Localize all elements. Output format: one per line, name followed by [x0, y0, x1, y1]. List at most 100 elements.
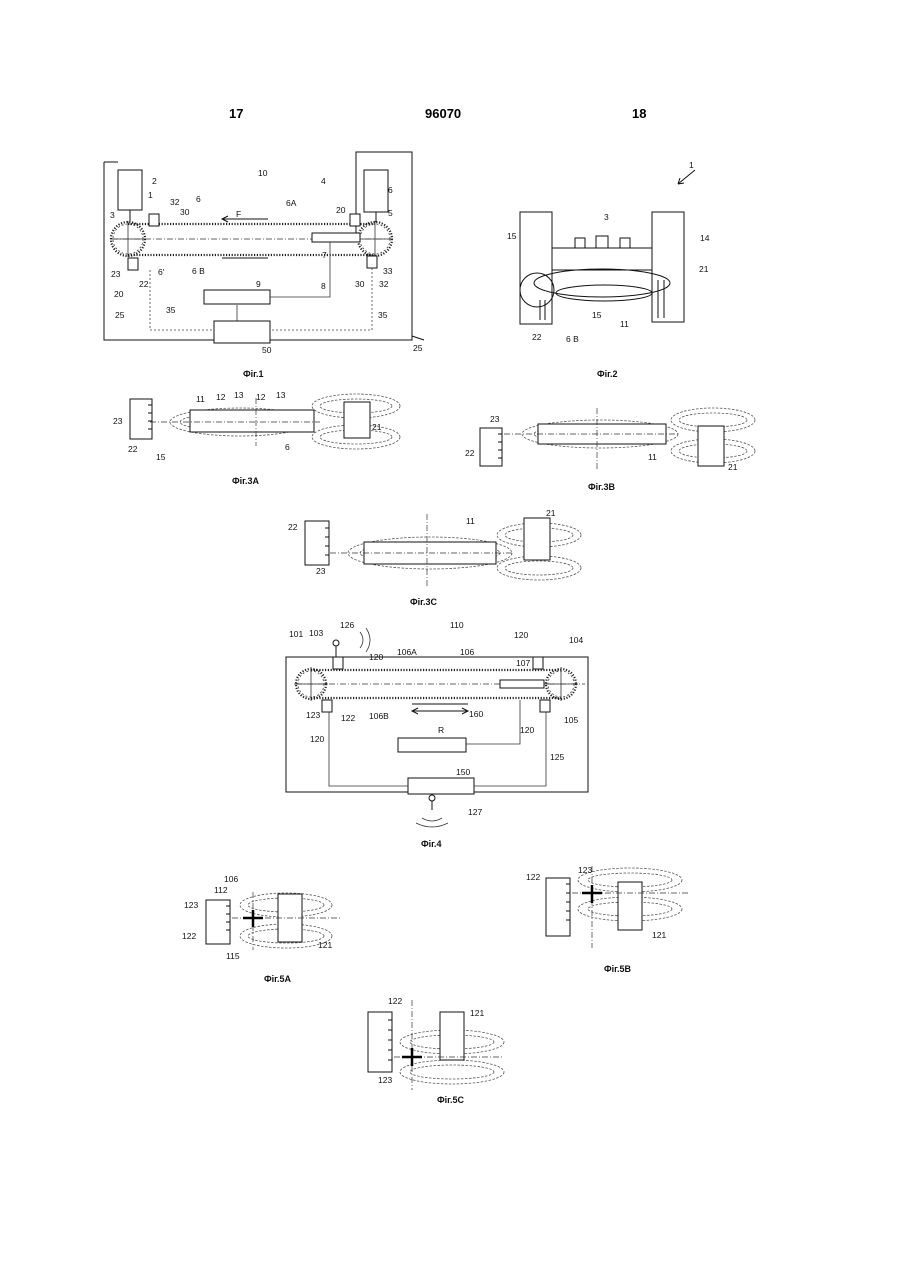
figure-3c: 22 11 21 23 Фіг.3С [288, 508, 581, 607]
label-5b-121: 121 [652, 930, 666, 940]
caption-fig5a: Фіг.5А [264, 974, 292, 984]
label-fig2-15: 15 [507, 231, 517, 241]
label-4-125: 125 [550, 752, 564, 762]
label-fig2-6B: 6 B [566, 334, 579, 344]
label-8: 8 [321, 281, 326, 291]
carriage-7 [312, 233, 360, 242]
caption-fig3a: Фіг.3А [232, 476, 260, 486]
label-22: 22 [139, 279, 149, 289]
label-33: 33 [383, 266, 393, 276]
label-3a-21: 21 [372, 422, 382, 432]
label-4-103: 103 [309, 628, 323, 638]
label-4-107: 107 [516, 658, 530, 668]
label-3b-22: 22 [465, 448, 475, 458]
label-fig2-11: 11 [620, 319, 629, 329]
motor-6 [364, 170, 388, 212]
label-4-110: 110 [450, 620, 464, 630]
caption-fig3c: Фіг.3С [410, 597, 438, 607]
label-35b: 35 [378, 310, 388, 320]
figure-3b: 23 22 11 21 Фіг.3В [465, 408, 755, 492]
carriage-11b [538, 424, 666, 444]
label-4-104: 104 [569, 635, 583, 645]
label-F: F [236, 209, 241, 219]
label-3c-21: 21 [546, 508, 556, 518]
label-3b-21: 21 [728, 462, 738, 472]
label-3a-12b: 12 [256, 392, 266, 402]
motor-2 [118, 170, 142, 210]
label-10: 10 [258, 168, 268, 178]
sensor-23 [128, 258, 138, 270]
label-4-101: 101 [289, 629, 303, 639]
label-2: 2 [152, 176, 157, 186]
sensor-122b [546, 878, 570, 936]
sensor-120a [333, 657, 343, 669]
caption-fig1: Фіг.1 [243, 369, 264, 379]
label-5b-122: 122 [526, 872, 540, 882]
label-3a-13a: 13 [234, 390, 244, 400]
sensor-122 [322, 700, 332, 712]
label-5b-123: 123 [578, 865, 592, 875]
magnet-21 [344, 402, 370, 438]
label-5a-123: 123 [184, 900, 198, 910]
caption-fig5c: Фіг.5С [437, 1095, 465, 1105]
label-4-106B: 106B [369, 711, 389, 721]
label-6a: 6 [196, 194, 201, 204]
carriage-107 [500, 680, 544, 688]
label-32a: 32 [170, 197, 180, 207]
label-5c-122: 122 [388, 996, 402, 1006]
label-32b: 32 [379, 279, 389, 289]
figure-4: 126 110 120 101 103 104 120 106A 106 107… [286, 620, 588, 849]
sensor-32-top [149, 214, 159, 226]
label-6A: 6A [286, 198, 297, 208]
label-5: 5 [388, 208, 393, 218]
label-4-122: 122 [341, 713, 355, 723]
label-35a: 35 [166, 305, 176, 315]
magnet-21c [524, 518, 550, 560]
controller-9 [204, 290, 270, 304]
label-3a-6: 6 [285, 442, 290, 452]
label-3a-11: 11 [196, 394, 205, 404]
label-4-120b: 120 [514, 630, 528, 640]
label-3a-15: 15 [156, 452, 166, 462]
label-4-120d: 120 [520, 725, 534, 735]
label-fig2-21: 21 [699, 264, 709, 274]
label-5c-123: 123 [378, 1075, 392, 1085]
label-6prime: 6' [158, 267, 165, 277]
sensor-20-top [350, 214, 360, 226]
caption-fig2: Фіг.2 [597, 369, 618, 379]
caption-fig4: Фіг.4 [421, 839, 442, 849]
label-3a-13b: 13 [276, 390, 286, 400]
label-fig2-1: 1 [689, 160, 694, 170]
figure-1: 10 4 2 1 32 30 6 F 6A 20 6 5 3 7 23 6' 6… [104, 152, 424, 379]
label-20a: 20 [336, 205, 346, 215]
label-25b: 25 [413, 343, 423, 353]
control-unit-150 [408, 778, 474, 794]
label-4-160: 160 [469, 709, 483, 719]
label-5a-112: 112 [214, 885, 228, 895]
label-4-150: 150 [456, 767, 470, 777]
carriage-11 [190, 410, 314, 432]
label-4-R: R [438, 725, 444, 735]
figure-5a: 106 112 123 122 121 115 Фіг.5А [182, 874, 340, 984]
label-3c-22: 22 [288, 522, 298, 532]
label-3a-22: 22 [128, 444, 138, 454]
figure-5c: 122 121 123 Фіг.5С [368, 996, 504, 1105]
sensor-122c [368, 1012, 392, 1072]
label-fig2-22: 22 [532, 332, 542, 342]
label-fig2-15b: 15 [592, 310, 602, 320]
figure-5b: 122 123 121 Фіг.5В [526, 865, 690, 974]
label-fig2-3: 3 [604, 212, 609, 222]
label-4-120c: 120 [310, 734, 324, 744]
caption-fig3b: Фіг.3В [588, 482, 616, 492]
label-4: 4 [321, 176, 326, 186]
label-3a-12a: 12 [216, 392, 226, 402]
label-1: 1 [148, 190, 153, 200]
label-23: 23 [111, 269, 121, 279]
label-7: 7 [322, 250, 327, 260]
label-5a-115: 115 [226, 951, 240, 961]
label-fig2-14: 14 [700, 233, 710, 243]
magnet-121b [618, 882, 642, 930]
caption-fig5b: Фіг.5В [604, 964, 632, 974]
label-4-126: 126 [340, 620, 354, 630]
label-25a: 25 [115, 310, 125, 320]
